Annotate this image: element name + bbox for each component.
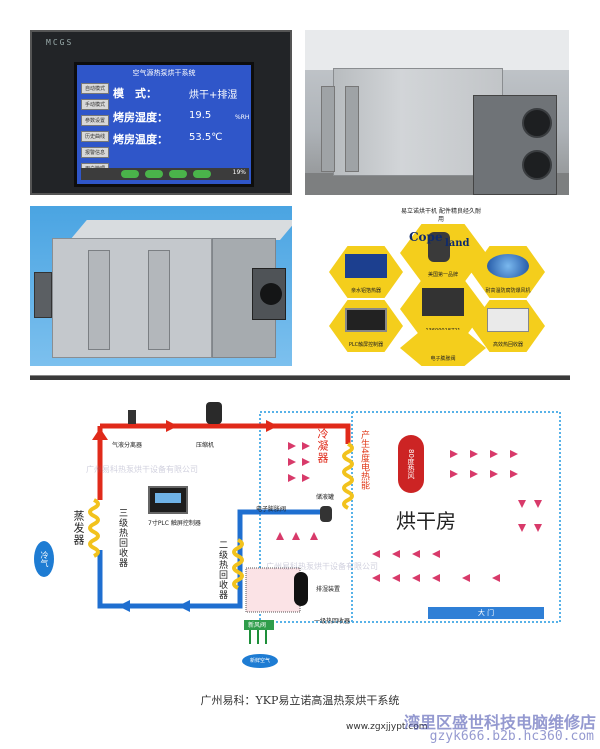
label-recovery2: 二级热回收器 (217, 540, 227, 600)
compressor-unit (34, 272, 52, 318)
mode-value: 烘干+排湿 (189, 90, 238, 101)
hex-caption: 高效热回收器 (492, 342, 523, 348)
label-recovery3: 三级热回收器 (117, 508, 127, 568)
status-pill (193, 170, 211, 178)
status-pill (169, 170, 187, 178)
hex-caption: 耐高温防腐防爆风机 (485, 288, 531, 294)
small-url: www.zgxjjypt.com (346, 722, 428, 732)
chamber-door (345, 86, 359, 172)
accessories-title: 易立诺烘干机 配件精良经久耐用 (401, 208, 481, 223)
mode-label: 模 式： (113, 87, 157, 100)
status-pill (145, 170, 163, 178)
touchscreen-photo: MCGS 空气源热泵烘干系统 自动模式 手动模式 参数设置 历史曲线 报警信息 … (30, 30, 292, 195)
evaporator-icon (345, 254, 387, 278)
hmi-button-params: 参数设置 (81, 115, 109, 126)
room-door (148, 250, 170, 350)
hex-caption: PLC触屏控制器 (348, 342, 384, 348)
brand-text: land (445, 238, 470, 249)
cold-air-badge: 冷气 (34, 541, 54, 577)
room-wall (305, 30, 569, 70)
hex-valve: 电子膨胀阀 (400, 330, 486, 366)
hex-caption: 亲水铝箔热器 (350, 288, 381, 294)
humidity-unit: %RH (235, 114, 250, 121)
label-expansion: 电子膨胀阀 (256, 506, 287, 513)
hex-evaporator: 亲水铝箔热器 (329, 246, 403, 298)
compressor-icon (428, 232, 450, 262)
room-door (88, 250, 110, 350)
label-receiver: 储液罐 (316, 494, 335, 501)
heat-pump-unit (252, 268, 286, 320)
brand-text: Cope (409, 230, 443, 244)
hex-heatpump: 13600018721 (400, 280, 486, 338)
hmi-button-history: 历史曲线 (81, 131, 109, 142)
hmi-button-manual: 手动模式 (81, 99, 109, 110)
diagram-lines (88, 402, 561, 644)
label-drying-room: 烘干房 (396, 509, 456, 533)
screen-brand: MCGS (46, 38, 74, 47)
heat-pump-unit (473, 95, 557, 195)
label-recovery1: 一级热回收器 (314, 618, 351, 625)
label-separator: 气液分离器 (112, 442, 143, 449)
temp-label: 烤房温度： (113, 133, 168, 146)
hex-caption: 美国第一品牌 (427, 272, 458, 278)
store-watermark: 湾里区盛世科技电脑维修店 (403, 713, 596, 732)
label-door: 大 门 (428, 607, 544, 619)
fan-icon (522, 150, 552, 180)
humidity-value: 19.5 (189, 110, 212, 121)
label-energy: 产生4度电热能 (359, 430, 369, 490)
room-top (70, 220, 292, 240)
fan-icon (522, 108, 552, 138)
hmi-button-auto: 自动模式 (81, 83, 109, 94)
hot-air-badge: 80度热风 (398, 435, 424, 493)
temp-value: 53.5℃ (189, 132, 223, 143)
chamber-door (321, 86, 335, 172)
label-condenser: 冷凝器 (316, 428, 329, 464)
label-damper: 新风阀 (248, 622, 267, 629)
label-dehumid: 排湿装置 (316, 586, 341, 593)
hmi-button-alarm: 报警信息 (81, 147, 109, 158)
fan-icon (487, 254, 529, 278)
fresh-air-badge: 新鲜空气 (242, 654, 278, 668)
cold-room-photo (30, 206, 292, 366)
hmi-status-bar: 19% (81, 168, 249, 180)
diagram-footer: 广州易科：YKP易立诺高温热泵烘干系统 (200, 694, 400, 707)
url-watermark: gzyk666.b2b.hc360.com (429, 729, 594, 744)
plc-icon (345, 308, 387, 332)
status-pill (121, 170, 139, 178)
status-percent: 19% (232, 169, 246, 176)
hmi-title: 空气源热泵烘干系统 (132, 69, 196, 77)
hex-plc: PLC触屏控制器 (329, 300, 403, 352)
room-render (52, 220, 292, 360)
fan-icon (260, 283, 282, 305)
room-front (52, 238, 212, 358)
label-evaporator: 蒸发器 (72, 510, 85, 546)
label-compressor: 压缩机 (196, 442, 215, 449)
controller-icon (148, 486, 188, 514)
recovery-icon (487, 308, 529, 332)
diagram-watermark: 广州易科热泵烘干设备有限公司 (266, 562, 378, 571)
drying-room-photo (305, 30, 569, 195)
hmi-screen: 空气源热泵烘干系统 自动模式 手动模式 参数设置 历史曲线 报警信息 用户管理 … (74, 62, 254, 187)
heat-pump-icon (422, 288, 464, 316)
diagram-watermark: 广州易科热泵烘干设备有限公司 (86, 465, 198, 474)
system-diagram: 气液分离器 压缩机 广州易科热泵烘干设备有限公司 7寸PLC 触屏控制器 冷凝器… (30, 376, 570, 711)
humidity-label: 烤房湿度： (113, 111, 168, 124)
accessories-graphic: 易立诺烘干机 配件精良经久耐用 美国第一品牌 Cope land 亲水铝箔热器 … (305, 206, 569, 366)
label-controller: 7寸PLC 触屏控制器 (148, 520, 201, 527)
hex-caption: 电子膨胀阀 (430, 356, 456, 362)
